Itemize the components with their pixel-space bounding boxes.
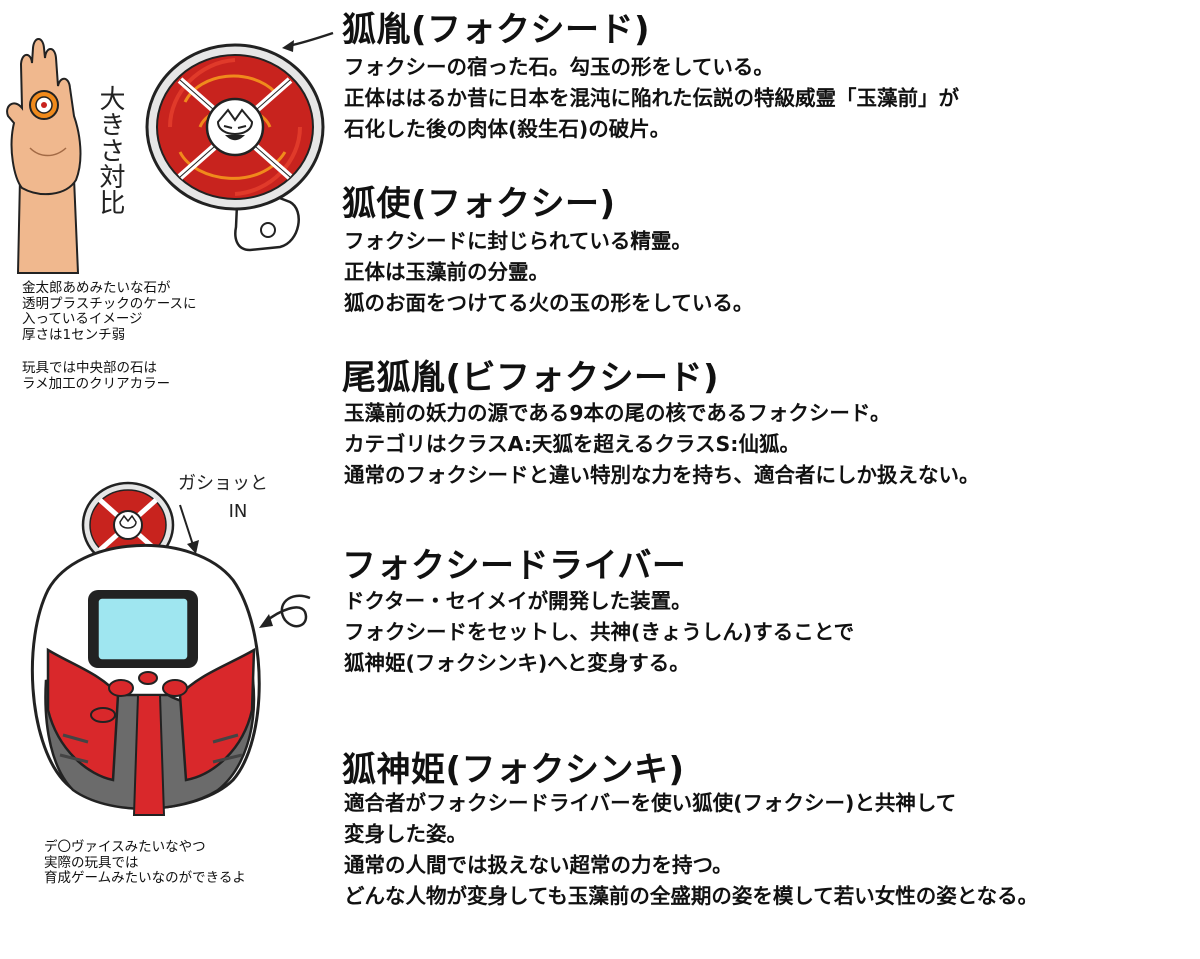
arrow-to-driver [259,594,311,628]
insert-in: IN [228,501,248,522]
foxseed-driver-description: ドクター・セイメイが開発した装置。 フォクシードをセットし、共神(きょうしん)す… [344,589,855,675]
insert-word: ガショッと [178,473,268,494]
foxseed-driver-title: フォクシードライバー [342,546,687,586]
foxseed-title: 狐胤(フォクシード) [342,10,651,50]
stone-note: 金太郎あめみたいな石が 透明プラスチックのケースに 入っているイメージ 厚さは1… [22,280,197,343]
foxshinki-description: 適合者がフォクシードライバーを使い狐使(フォクシー)と共神して 変身した姿。 通… [344,791,1039,908]
foxy-description: フォクシードに封じられている精霊。 正体は玉藻前の分霊。 狐のお面をつけてる火の… [344,229,754,315]
stone-case-illustration [145,43,325,252]
foxseed-description: フォクシーの宿った石。勾玉の形をしている。 正体ははるか昔に日本を混沌に陥れた伝… [344,55,959,141]
bifoxseed-title: 尾狐胤(ビフォクシード) [342,358,720,398]
foxy-title: 狐使(フォクシー) [342,184,616,224]
device-note: デ〇ヴァイスみたいなやつ 実際の玩具では 育成ゲームみたいなのができるよ [44,839,246,886]
hand-illustration [6,38,82,274]
insert-arrow [179,504,199,554]
driver-illustration [30,481,261,816]
foxshinki-title: 狐神姫(フォクシンキ) [342,750,685,790]
insert-handwriting: ガショッと IN [178,470,268,526]
toy-note: 玩具では中央部の石は ラメ加工のクリアカラー [22,360,171,392]
arrow-to-stone [282,31,334,52]
bifoxseed-description: 玉藻前の妖力の源である9本の尾の核であるフォクシード。 カテゴリはクラスA:天狐… [344,401,980,487]
size-compare-handwriting: 大きさ対比 [95,85,125,215]
